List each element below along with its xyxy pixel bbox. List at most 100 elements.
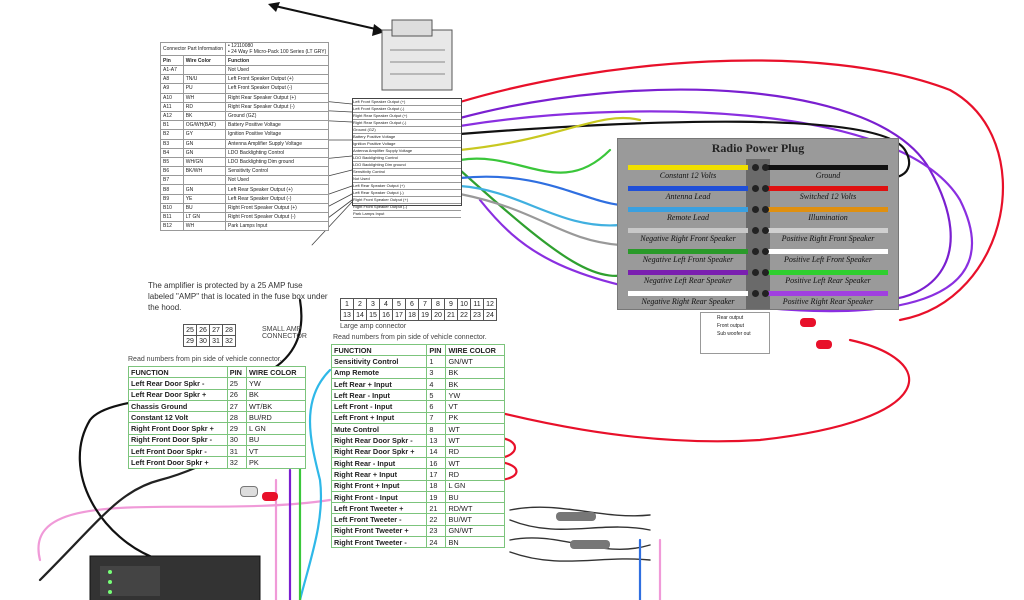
wire-color-cell: WT/BK [246, 399, 306, 413]
large-connector-caption: Large amp connector [340, 323, 407, 330]
connector-function: Not Used [225, 175, 330, 186]
pin-cell: 16 [426, 456, 447, 470]
arrow-head-left [268, 2, 280, 12]
adapter-row: LDO Backlighting Control [353, 155, 461, 162]
plug-wire-right [768, 249, 888, 254]
pin-number: 5 [392, 298, 406, 310]
connector-pin: B2 [160, 129, 184, 140]
wire-color-cell: WT [445, 423, 505, 436]
pin-number: 11 [470, 298, 484, 310]
vehicle-connector-table: Connector Part Information • 12110080 • … [159, 42, 330, 232]
red-wire [458, 59, 1005, 322]
function-cell: Left Rear + Input [330, 377, 428, 391]
connector-wire-color: GN [182, 184, 227, 195]
connector-function: Right Rear Speaker Output (-) [225, 101, 330, 112]
function-cell: Right Front Tweeter - [330, 536, 428, 549]
tweeter-wire-1 [509, 506, 651, 517]
pin-cell: 19 [426, 490, 447, 504]
harness-leads [311, 99, 353, 246]
connector-wire-color: TN/U [182, 74, 227, 85]
connector-wire-color: PU [182, 83, 227, 94]
yellow-green-wire [458, 116, 642, 152]
connector-pin: B12 [160, 221, 184, 232]
pin-cell: 28 [226, 411, 248, 424]
pin-number: 6 [405, 298, 419, 310]
adapter-row: Right Front Speaker Output (-) [353, 204, 461, 211]
wire-color-cell: BU/RD [246, 411, 306, 424]
black-wire [458, 120, 911, 179]
connector-function: Battery Positive Voltage [225, 120, 330, 131]
connector-function: Left Front Speaker Output (+) [225, 74, 330, 85]
plug-pin [752, 248, 759, 255]
function-cell: Left Rear - Input [330, 389, 428, 402]
pin-number: 26 [196, 324, 210, 336]
connector-function: Right Rear Speaker Output (+) [225, 92, 330, 103]
cyan-wire [458, 184, 622, 227]
small-table-header: FUNCTION PIN WIRE COLOR [128, 365, 306, 379]
rca-sub-output: Sub woofer out [717, 331, 751, 337]
pin-number: 21 [444, 309, 458, 321]
function-cell: Left Front Tweeter + [330, 502, 428, 515]
plug-label-left: Remote Lead [667, 213, 709, 222]
pin-number: 18 [405, 309, 419, 321]
pin-cell: 25 [226, 377, 248, 390]
function-cell: Left Front + Input [330, 411, 428, 425]
pin-number: 28 [222, 324, 236, 336]
function-cell: Chassis Ground [128, 399, 228, 413]
function-cell: Left Front Tweeter - [330, 513, 428, 526]
plug-pin [752, 164, 759, 171]
col-pin: PIN [426, 343, 447, 357]
function-cell: Left Front - Input [330, 400, 428, 413]
connector-pin: B1 [160, 120, 184, 131]
connector-wire-color: WH [182, 92, 227, 103]
plug-pin-column [746, 159, 770, 309]
pin-number: 9 [444, 298, 458, 310]
adapter-row: Ignition Positive Voltage [353, 141, 461, 148]
plug-wire-left [628, 228, 748, 233]
connector-pin: A8 [160, 74, 184, 85]
plug-wire-left [628, 207, 748, 212]
pink-loop [37, 498, 332, 562]
plug-pin [762, 269, 769, 276]
wire-color-cell: PK [246, 456, 306, 469]
pin-number: 10 [457, 298, 471, 310]
connector-pin: B6 [160, 166, 184, 177]
pin-cell: 14 [426, 445, 447, 458]
adapter-row: Right Rear Speaker Output (+) [353, 113, 461, 120]
pin-number: 14 [353, 309, 367, 321]
pin-number: 19 [418, 309, 432, 321]
inline-filter-2 [570, 540, 610, 549]
tweeter-wire-4 [509, 551, 651, 562]
connector-function: Ground (GZ) [225, 110, 330, 122]
connector-wire-color: LT GN [182, 211, 227, 223]
pin-cell: 24 [426, 536, 447, 549]
pin-number: 2 [353, 298, 367, 310]
adapter-row: LDO Backlighting Dim ground [353, 162, 461, 169]
pin-number: 20 [431, 309, 445, 321]
connector-function: Sensitivity Control [225, 166, 330, 177]
rca-plug-white [240, 486, 258, 497]
function-cell: Right Front Door Spkr - [128, 433, 228, 447]
connector-wire-color: WH/GN [182, 156, 227, 168]
green-wire-1 [458, 148, 612, 174]
pin-number: 3 [366, 298, 380, 310]
grey-wire [458, 192, 622, 247]
